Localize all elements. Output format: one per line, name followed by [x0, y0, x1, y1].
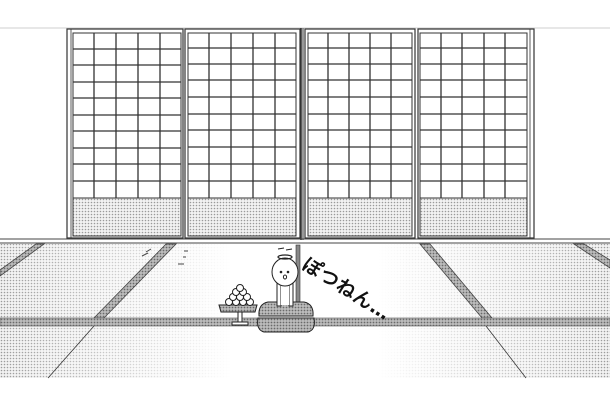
- halo: [277, 254, 293, 260]
- motion-marks: [141, 248, 188, 265]
- tatami-borders: [0, 243, 610, 319]
- dango-stand: [218, 284, 258, 326]
- shoji-doors: [66, 28, 535, 240]
- shoji-panel-2: [184, 28, 301, 239]
- shoji-panel-1: [66, 28, 184, 239]
- character: [271, 247, 299, 307]
- zabuton-cushion: [257, 301, 315, 333]
- shoji-panel-4: [417, 28, 535, 239]
- shoji-panel-3: [304, 28, 416, 239]
- sill: [0, 238, 610, 244]
